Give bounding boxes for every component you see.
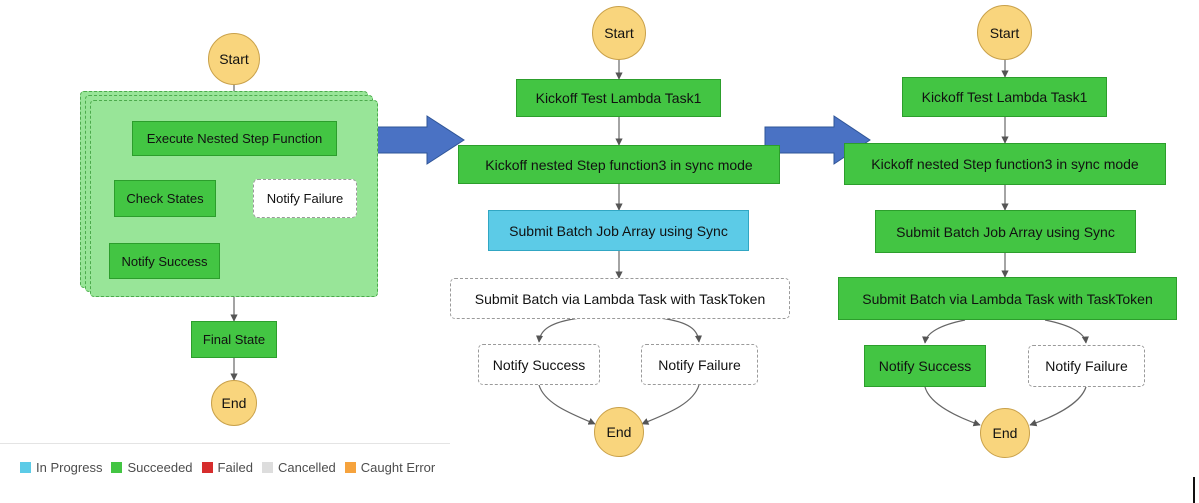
legend-divider [0, 443, 450, 444]
d3-notify-failure-label: Notify Failure [1045, 358, 1128, 374]
legend-item-failed: Failed [201, 460, 253, 475]
d2-kickoff-lambda-label: Kickoff Test Lambda Task1 [535, 90, 702, 106]
d3-notify-failure-node[interactable]: Notify Failure [1028, 345, 1145, 387]
legend-swatch-succeeded [111, 462, 123, 473]
d2-kickoff-nested-label: Kickoff nested Step function3 in sync mo… [485, 156, 753, 173]
legend-swatch-caught-error [344, 462, 356, 473]
d3-start-label: Start [989, 24, 1020, 41]
d1-start-node[interactable]: Start [208, 33, 260, 85]
d3-submit-lambda-label: Submit Batch via Lambda Task with TaskTo… [862, 290, 1153, 307]
legend-label: In Progress [36, 460, 103, 475]
d1-notify-failure-label: Notify Failure [266, 191, 344, 206]
status-legend: In Progress Succeeded Failed Cancelled C… [20, 460, 444, 475]
d3-kickoff-lambda-node[interactable]: Kickoff Test Lambda Task1 [902, 77, 1107, 117]
d2-kickoff-lambda-node[interactable]: Kickoff Test Lambda Task1 [516, 79, 721, 117]
d2-submit-array-label: Submit Batch Job Array using Sync [509, 222, 728, 239]
d2-submit-lambda-label: Submit Batch via Lambda Task with TaskTo… [474, 290, 766, 307]
edge-d3-failure-end [1029, 386, 1087, 427]
edge-d2-success-end [538, 384, 596, 425]
edge-marker [1193, 477, 1195, 503]
edge-d2-lambda-failure [659, 317, 703, 343]
d3-kickoff-lambda-label: Kickoff Test Lambda Task1 [921, 89, 1088, 105]
legend-swatch-failed [201, 462, 213, 473]
d2-start-node[interactable]: Start [592, 6, 646, 60]
d1-start-label: Start [219, 51, 249, 67]
d1-check-states-label: Check States [126, 191, 204, 206]
d2-notify-success-node[interactable]: Notify Success [478, 344, 600, 385]
d1-final-state-node[interactable]: Final State [191, 321, 277, 358]
legend-label: Cancelled [277, 460, 336, 475]
edge-d3-success-end [924, 386, 981, 427]
d3-start-node[interactable]: Start [977, 5, 1032, 60]
legend-item-in-progress: In Progress [20, 460, 102, 475]
d2-end-node[interactable]: End [594, 407, 644, 457]
legend-label: Failed [217, 460, 253, 475]
legend-item-cancelled: Cancelled [261, 460, 336, 475]
legend-label: Succeeded [127, 460, 193, 475]
legend-swatch-cancelled [261, 462, 273, 473]
d3-submit-array-node[interactable]: Submit Batch Job Array using Sync [875, 210, 1136, 253]
d1-final-state-label: Final State [202, 332, 266, 347]
d2-submit-array-node[interactable]: Submit Batch Job Array using Sync [488, 210, 749, 251]
d3-kickoff-nested-node[interactable]: Kickoff nested Step function3 in sync mo… [844, 143, 1166, 185]
d3-end-node[interactable]: End [980, 408, 1030, 458]
edge-d2-failure-end [641, 384, 700, 425]
d2-end-label: End [606, 424, 632, 440]
d2-start-label: Start [604, 25, 634, 41]
d1-notify-success-node[interactable]: Notify Success [109, 243, 220, 279]
legend-item-caught-error: Caught Error [344, 460, 436, 475]
d1-execute-label: Execute Nested Step Function [146, 131, 323, 146]
d3-notify-success-label: Notify Success [878, 358, 972, 374]
d1-execute-nested-node[interactable]: Execute Nested Step Function [132, 121, 337, 156]
edge-d3-lambda-failure [1044, 319, 1089, 344]
d1-notify-failure-node[interactable]: Notify Failure [253, 179, 357, 218]
d3-submit-array-label: Submit Batch Job Array using Sync [896, 223, 1115, 240]
d3-end-label: End [992, 425, 1018, 441]
edge-d2-lambda-success [535, 317, 581, 343]
d3-submit-lambda-node[interactable]: Submit Batch via Lambda Task with TaskTo… [838, 277, 1177, 320]
d2-notify-success-label: Notify Success [492, 356, 586, 373]
d1-end-node[interactable]: End [211, 380, 257, 426]
d2-kickoff-nested-node[interactable]: Kickoff nested Step function3 in sync mo… [458, 145, 780, 184]
d1-end-label: End [221, 395, 247, 411]
d2-notify-failure-node[interactable]: Notify Failure [641, 344, 758, 385]
d2-notify-failure-label: Notify Failure [658, 356, 741, 373]
d1-check-states-node[interactable]: Check States [114, 180, 216, 217]
d3-kickoff-nested-label: Kickoff nested Step function3 in sync mo… [871, 156, 1139, 172]
d3-notify-success-node[interactable]: Notify Success [864, 345, 986, 387]
edge-d3-lambda-success [922, 319, 966, 344]
legend-label: Caught Error [360, 460, 436, 475]
d2-submit-lambda-node[interactable]: Submit Batch via Lambda Task with TaskTo… [450, 278, 790, 319]
d1-notify-success-label: Notify Success [121, 253, 208, 269]
legend-item-succeeded: Succeeded [111, 460, 193, 475]
legend-swatch-in-progress [20, 462, 31, 473]
